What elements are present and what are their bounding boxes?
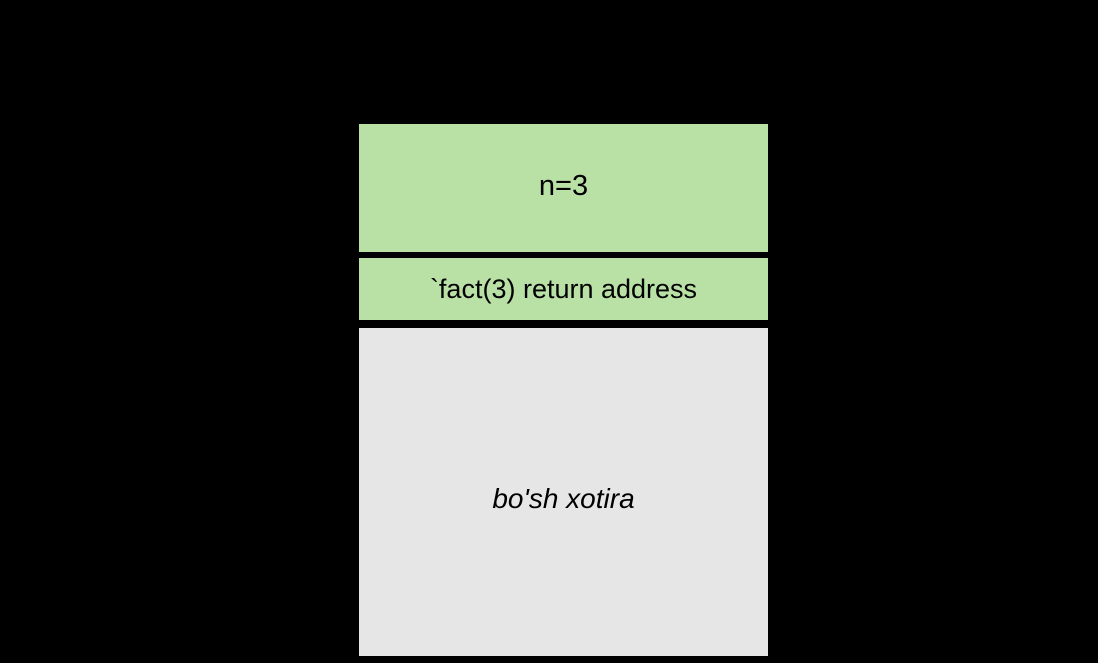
stack-region-free-memory-label: bo'sh xotira bbox=[492, 483, 635, 514]
stack-slot-argument-label: n=3 bbox=[538, 169, 589, 202]
stack-frame-diagram: n=3 `fact(3) return address bo'sh xotira bbox=[359, 124, 768, 658]
stack-region-free-memory: bo'sh xotira bbox=[359, 328, 768, 658]
stack-slot-return-address: `fact(3) return address bbox=[359, 258, 768, 324]
stack-slot-argument: n=3 bbox=[359, 124, 768, 255]
stack-slot-return-address-label: `fact(3) return address bbox=[429, 273, 698, 304]
